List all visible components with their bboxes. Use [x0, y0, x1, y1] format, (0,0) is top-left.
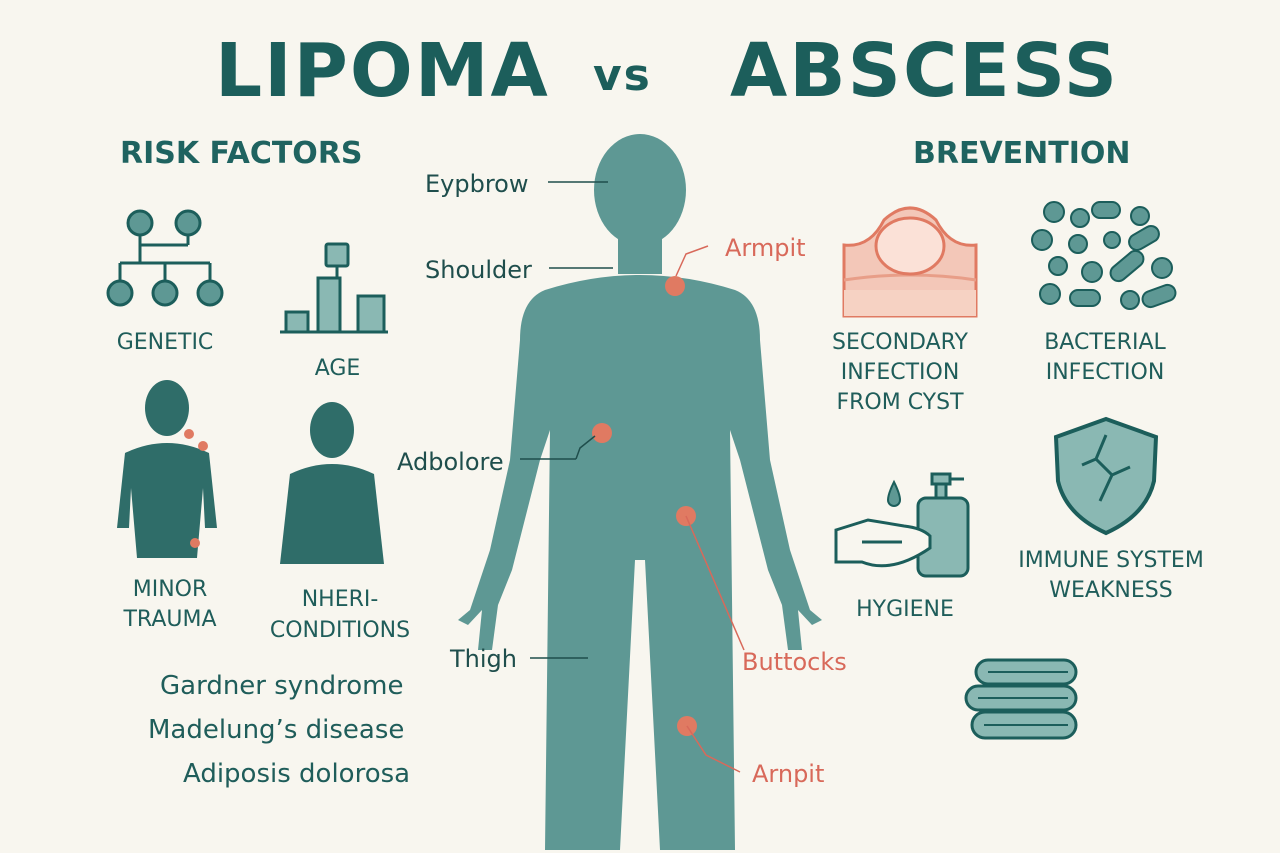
label-buttocks: Buttocks [742, 648, 847, 676]
label-armpit-bottom: Arnpit [752, 760, 825, 788]
bacterial-line1: BACTERIAL [1044, 330, 1166, 355]
title-lipoma: LIPOMA [215, 28, 550, 114]
human-body-silhouette [458, 134, 822, 850]
shield-icon [1053, 416, 1159, 536]
age-label: AGE [314, 356, 361, 381]
condition-adiposis: Adiposis dolorosa [183, 759, 411, 789]
minor-trauma-figure-icon [117, 380, 217, 558]
inherited-label: NHERI- [301, 587, 379, 612]
hygiene-label: HYGIENE [856, 597, 954, 622]
secondary-line3: FROM CYST [836, 390, 964, 415]
bacterial-line2: INFECTION [1045, 360, 1165, 385]
risk-factors-title: RISK FACTORS [120, 136, 363, 171]
label-armpit-top: Armpit [725, 234, 806, 262]
label-thigh: Thigh [450, 645, 517, 673]
minor-label: MINOR [132, 577, 208, 602]
trauma-label: TRAUMA [123, 607, 217, 632]
condition-madelung: Madelung’s disease [148, 715, 405, 745]
label-shoulder: Shoulder [425, 256, 532, 284]
title-abscess: ABSCESS [730, 28, 1120, 114]
bacteria-icon [1031, 201, 1177, 310]
inherited-conditions-figure-icon [280, 402, 384, 564]
secondary-line2: INFECTION [840, 360, 960, 385]
label-abdolore: Adbolore [397, 448, 504, 476]
genetic-tree-icon [106, 209, 224, 307]
label-eyebrow: Eypbrow [425, 170, 529, 198]
immune-line2: WEAKNESS [1049, 578, 1173, 603]
conditions-label: CONDITIONS [269, 618, 411, 643]
condition-gardner: Gardner syndrome [160, 671, 404, 701]
skin-cyst-icon [842, 206, 978, 318]
secondary-line1: SECONDARY [832, 330, 968, 355]
towel-stack-icon [964, 658, 1078, 740]
title-vs: vs [593, 50, 652, 101]
genetic-label: GENETIC [116, 330, 214, 355]
immune-line1: IMMUNE SYSTEM [1018, 548, 1204, 573]
prevention-title: BREVENTION [913, 136, 1131, 171]
hand-soap-icon [834, 472, 970, 578]
age-bar-chart-icon [280, 242, 388, 334]
